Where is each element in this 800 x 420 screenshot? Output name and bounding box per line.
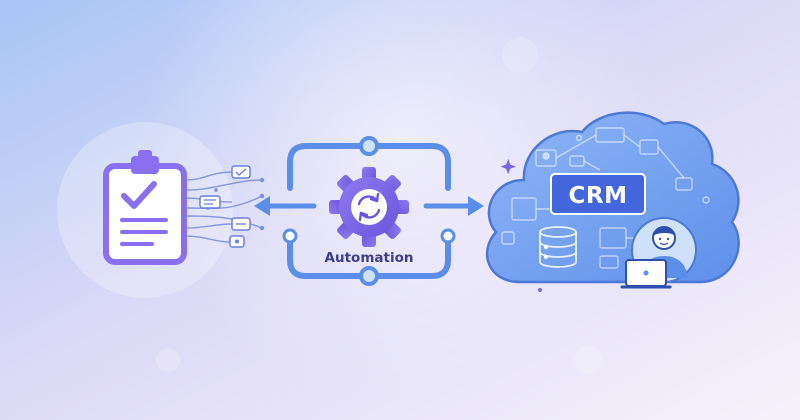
background-bubble [574, 346, 602, 374]
background-bubble [156, 348, 180, 372]
automation-label: Automation [325, 250, 414, 266]
arrow-left-icon [254, 196, 317, 216]
cloud-ui-pattern [501, 127, 710, 269]
mini-message-icons [199, 165, 251, 248]
crm-badge [550, 173, 646, 215]
clipboard-checklist-icon [103, 150, 187, 265]
loop-nodes [282, 136, 456, 286]
data-stream-lines [185, 171, 263, 243]
crm-label: CRM [569, 183, 628, 209]
crm-section: CRM [485, 111, 740, 292]
gear-sync-icon [329, 167, 409, 247]
automation-section: Automation [254, 136, 484, 286]
form-section [57, 122, 265, 298]
arrow-right-icon [423, 196, 484, 216]
database-icon [539, 226, 577, 268]
person-laptop-icon [620, 217, 697, 289]
background-glow [140, 0, 660, 400]
background-bubble [502, 37, 538, 73]
